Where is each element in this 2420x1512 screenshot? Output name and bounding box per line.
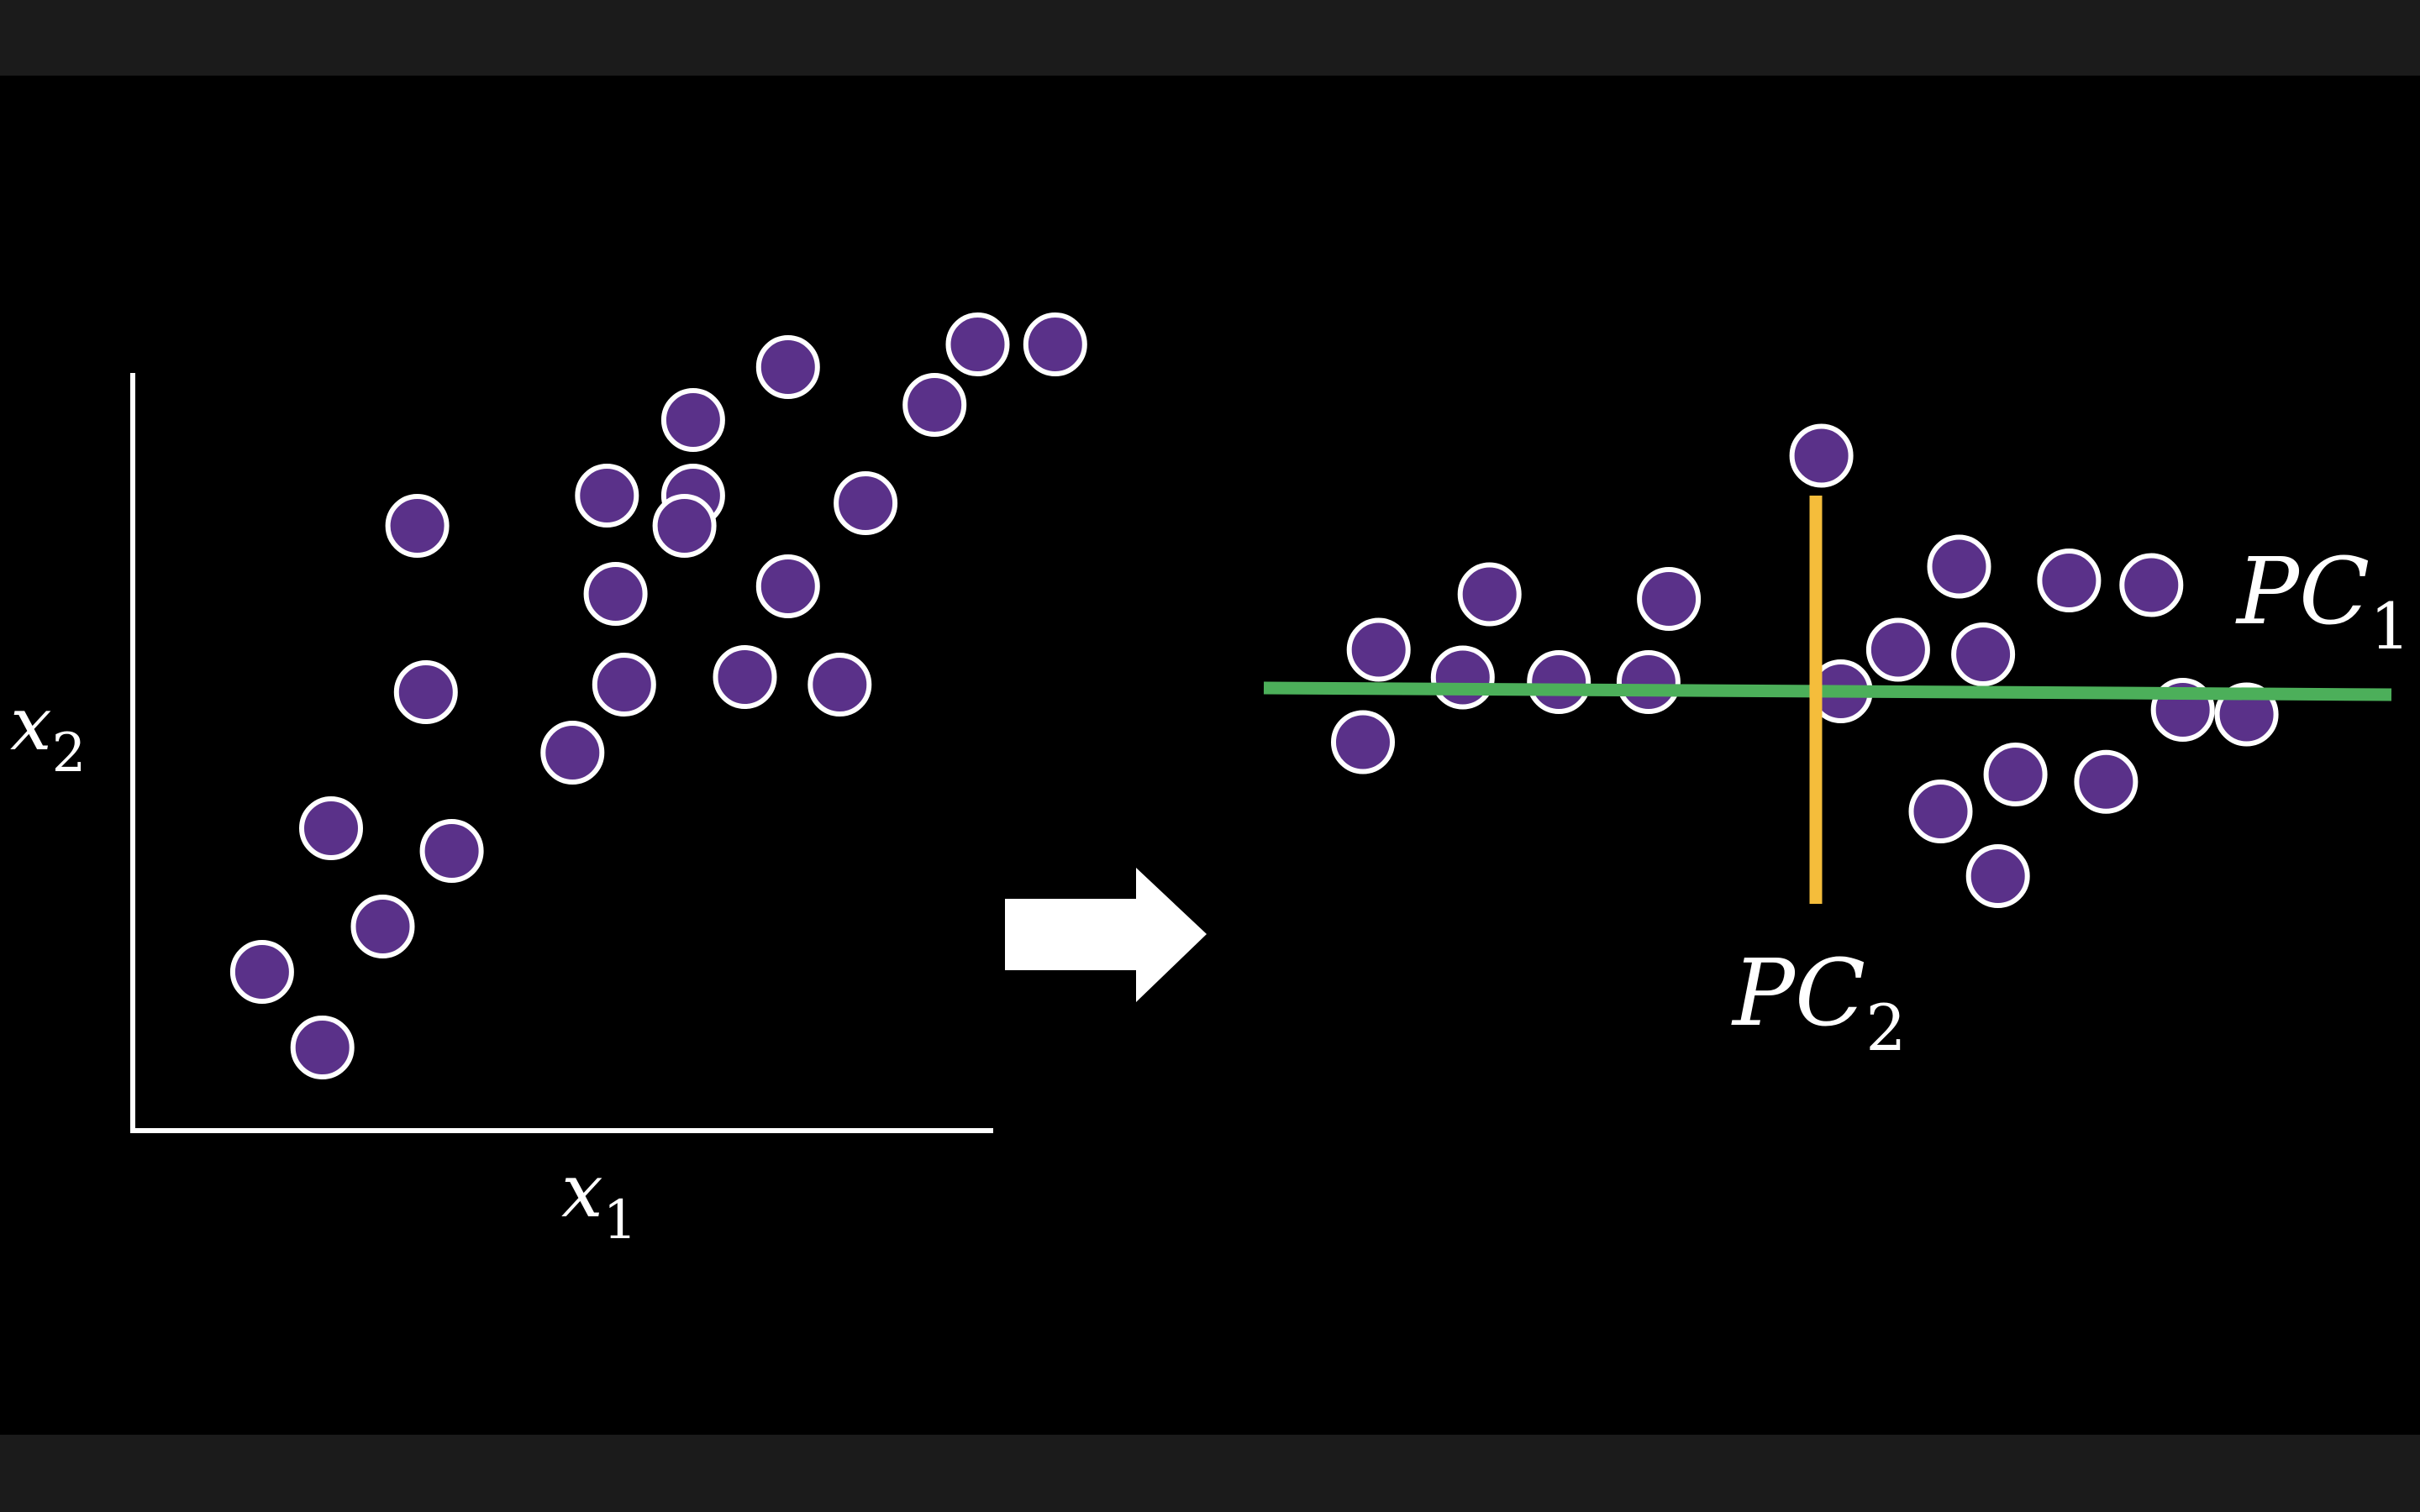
data-point (575, 464, 639, 528)
transformed-data-point (1908, 780, 1973, 843)
data-point (393, 660, 458, 724)
data-point (834, 471, 898, 535)
pc1-label-base: PC (2235, 538, 2370, 645)
x2-label-base: x (10, 680, 52, 767)
top-letterbox-bar (0, 0, 2420, 76)
x1-label-subscript: 1 (603, 1189, 638, 1252)
data-point (755, 554, 820, 618)
data-point (229, 940, 294, 1004)
transformed-data-point (1965, 844, 2030, 908)
data-point (290, 1016, 355, 1079)
transformed-points (1331, 423, 2279, 908)
transformed-data-point (1951, 622, 2016, 686)
transformed-data-point (1457, 562, 1522, 627)
transformed-data-point (2037, 549, 2102, 612)
pc1-line (1263, 681, 2392, 701)
data-point (902, 373, 967, 437)
data-point (299, 796, 363, 860)
data-point (583, 562, 648, 626)
data-point (592, 653, 656, 717)
x1-axis-label: x1 (561, 1147, 637, 1252)
data-point (755, 335, 820, 399)
pc1-label: PC1 (2235, 538, 2411, 664)
original-points (229, 312, 1087, 1079)
transformed-data-point (2119, 553, 2184, 617)
pc2-label-base: PC (1731, 939, 1865, 1047)
right-arrow-icon (1005, 868, 1207, 1002)
data-point (385, 494, 450, 558)
original-space-panel: x2 x1 (10, 312, 1087, 1252)
pc2-label-subscript: 2 (1865, 990, 1906, 1065)
transformed-data-point (1865, 617, 1930, 682)
transformed-data-point (1637, 567, 1702, 631)
x1-label-base: x (561, 1147, 603, 1234)
data-point (350, 895, 415, 958)
bottom-letterbox-bar (0, 1435, 2420, 1512)
data-point (652, 494, 717, 558)
transformed-data-point (1789, 423, 1854, 488)
pc1-label-subscript: 1 (2370, 589, 2410, 664)
transformed-data-point (1983, 743, 2048, 806)
x2-label-subscript: 2 (52, 722, 87, 785)
data-point (713, 645, 777, 709)
transformed-data-point (1927, 534, 1991, 599)
data-point (540, 721, 605, 785)
transformed-data-point (2074, 749, 2139, 814)
data-point (660, 388, 725, 452)
data-point (419, 819, 484, 883)
transformed-data-point (1616, 650, 1681, 714)
data-point (945, 312, 1010, 376)
pc2-label: PC2 (1731, 939, 1907, 1065)
transformed-data-point (1527, 650, 1591, 714)
data-point (808, 653, 872, 717)
data-point (1023, 312, 1087, 376)
principal-component-panel: PC1 PC2 (1263, 423, 2411, 1065)
transformed-data-point (1331, 710, 1395, 774)
transformed-data-point (1430, 645, 1495, 710)
transformed-data-point (1346, 617, 1411, 682)
x2-axis-label: x2 (10, 680, 86, 785)
